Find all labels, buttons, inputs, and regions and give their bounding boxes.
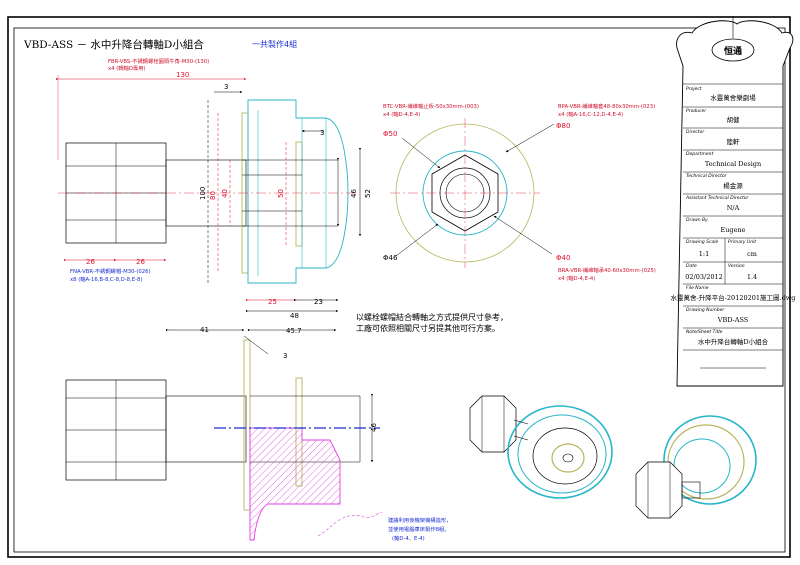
bpa-callout-1: BPA-VBR-繊維軸套48-80x30mm-(023) [558, 102, 655, 110]
dim-23: 23 [314, 298, 323, 306]
iso-render-right [635, 415, 757, 519]
side-view-bottom: 41 45.7 3 46 [65, 326, 383, 541]
tb-assistant: N/A [727, 204, 740, 212]
tb-scale-label: Drawing Scale [686, 239, 718, 245]
btc-callout-1: BTC-VBR-繊維軸止板-50x30mm-(003) [383, 102, 479, 110]
dim-130: 130 [176, 71, 189, 79]
tb-sheet-title: 水中升降台轉軸D小組合 [698, 337, 769, 346]
tb-producer-label: Producer [686, 108, 707, 114]
outer-border [7, 16, 791, 558]
phi-80: Φ80 [556, 122, 570, 130]
dim-80: 80 [209, 191, 217, 200]
dim-50: 50 [277, 189, 285, 198]
ref-note-1: 以螺栓螺帽結合轉軸之方式提供尺寸參考， [356, 312, 508, 322]
tb-project: 水靈萬舍樂劇場 [710, 93, 756, 102]
tb-unit-label: Primary Unit [728, 239, 756, 245]
tb-date: 02/03/2012 [685, 273, 722, 281]
ref-note-2: 工廠可依照相關尺寸另提其他可行方案。 [356, 323, 500, 333]
tb-director-label: Director [686, 129, 705, 135]
logo-text: 恒通 [724, 45, 742, 57]
tb-department: Technical Design [705, 160, 761, 168]
tb-version-label: Version [728, 263, 745, 269]
fbr-callout-2: x4 (轉軸D專用) [108, 64, 146, 72]
fna-callout-1: FNA-VBR-不銹鋼螺帽-M30-(026) [70, 267, 151, 275]
tb-director: 陸軒 [727, 137, 741, 146]
tb-drawn-label: Drawn By [686, 217, 708, 223]
hatch-note-1: 建議利用後機架機構造形， [388, 516, 452, 524]
tb-drawing-number-label: Drawing Number [686, 307, 725, 313]
dim-26-a: 26 [86, 258, 95, 266]
tb-assistant-label: Assistant Technical Director [685, 195, 750, 201]
dim-46: 46 [350, 189, 358, 198]
tb-project-label: Project [686, 86, 702, 92]
fna-callout-2: x8 (軸A-16,B-8,C-8,D-8,E-8) [70, 275, 142, 283]
dim-45-7: 45.7 [286, 327, 302, 335]
tb-date-label: Date [686, 263, 697, 269]
iso-render-left [469, 395, 613, 499]
hatch-note-2: 並使用電腦車床製作8組。 [388, 525, 450, 533]
drawing-title: VBD-ASS － 水中升降台轉軸D小組合 [23, 38, 204, 51]
tb-drawing-number: VBD-ASS [717, 316, 749, 324]
dim-26-b: 26 [136, 258, 145, 266]
title-block: 恒通 Project 水靈萬舍樂劇場 Producer 胡健 Director … [671, 16, 796, 387]
tb-tech-director: 楊金源 [723, 181, 743, 190]
tb-scale: 1:1 [699, 250, 709, 258]
tb-drawn: Eugene [721, 226, 746, 234]
bra-callout-2: x4 (軸D-4,E-4) [558, 274, 595, 282]
front-view [390, 118, 555, 268]
btc-callout-2: x4 (軸D-4,E-4) [383, 110, 420, 118]
dim-41: 41 [200, 326, 209, 334]
logo-emblem [711, 38, 755, 62]
top-dimensions: 130 3 3 100 80 40 50 46 52 26 26 25 23 4… [55, 71, 372, 320]
fbr-callout-1: FBR-VBS-不銹鋼螺栓圓頭牛角-M30-(130) [108, 57, 209, 65]
dim-25: 25 [268, 298, 277, 306]
dim-3-right: 3 [320, 129, 324, 137]
dim-3-top: 3 [224, 83, 228, 91]
bpa-callout-2: x4 (軸A-16,C-12,D-4,E-4) [558, 110, 623, 118]
tb-sheet-title-label: Note/Sheet Title [686, 329, 723, 335]
phi-40: Φ40 [556, 254, 570, 262]
tb-file-label: File Name [686, 285, 709, 291]
dim-100: 100 [199, 187, 207, 200]
dim-46-lower: 46 [370, 423, 378, 432]
tb-unit: cm [747, 250, 757, 258]
dim-3-bottom: 3 [283, 352, 287, 360]
bra-callout-1: BRA-VBR-繊維軸承40-60x30mm-(025) [558, 266, 656, 274]
drawing-count: 一共製作4組 [252, 39, 297, 49]
side-view-top [58, 99, 358, 284]
dim-40: 40 [221, 189, 229, 198]
hatch-note-3: (軸D-4、E-4) [392, 534, 425, 542]
tb-file: 水靈萬舍-升降平台-20120201施工圖.dwg [671, 293, 796, 302]
tb-department-label: Department [686, 151, 713, 157]
dim-48: 48 [290, 312, 299, 320]
phi-46: Φ46 [383, 254, 398, 262]
dim-52: 52 [364, 189, 372, 198]
tb-producer: 胡健 [727, 115, 741, 124]
phi-50: Φ50 [383, 130, 397, 138]
tb-version: 1.4 [747, 273, 757, 281]
inner-border [13, 27, 786, 553]
tb-tech-director-label: Technical Director [686, 173, 728, 179]
